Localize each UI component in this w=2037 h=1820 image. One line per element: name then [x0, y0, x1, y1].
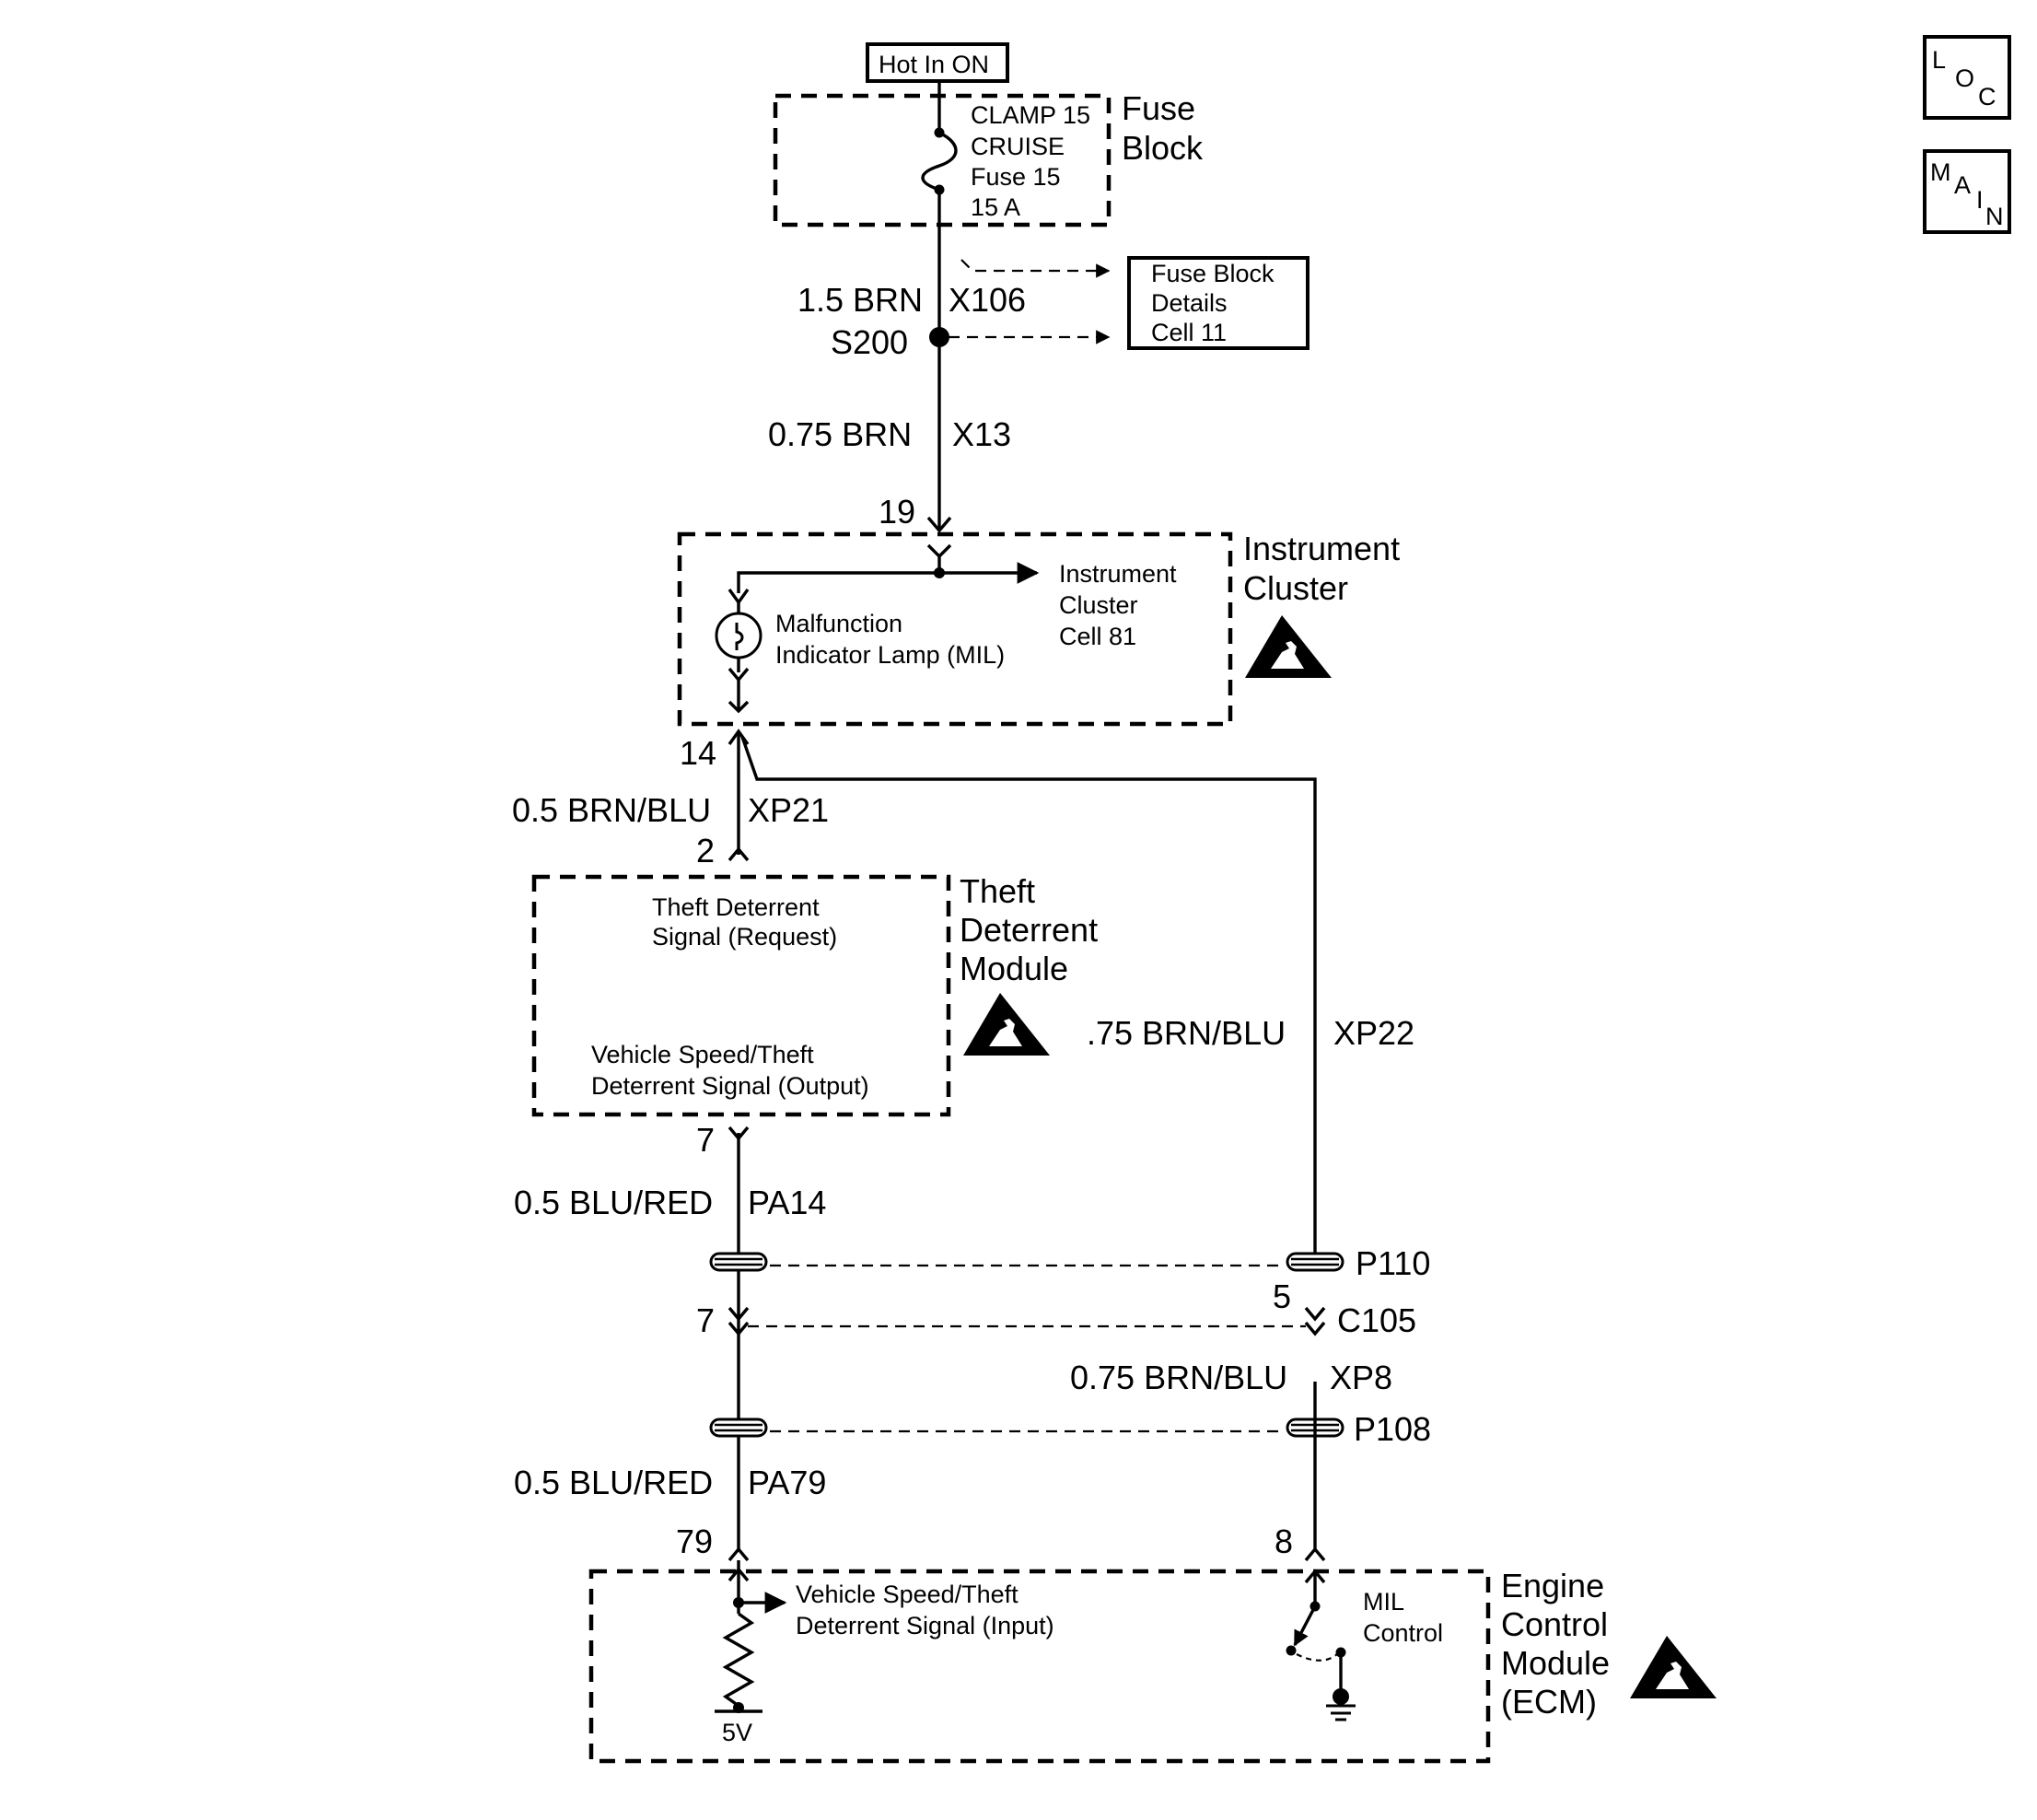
mil-control-2: Control	[1363, 1619, 1443, 1647]
wire-xp22	[740, 736, 1317, 1260]
wire-4-circuit: XP22	[1333, 1014, 1414, 1052]
mil-lamp-icon	[715, 612, 762, 659]
ecm-title-1: Engine	[1501, 1567, 1604, 1604]
wire-7-gauge: 0.5 BLU/RED	[514, 1464, 713, 1501]
fuse-icon	[921, 96, 958, 225]
theft-module-title-1: Theft	[960, 872, 1035, 910]
power-source-label: Hot In ON	[879, 51, 989, 78]
main-button[interactable]: M A I N	[1923, 149, 2011, 234]
wire-2-circuit: X13	[952, 415, 1011, 453]
wire-4-gauge: .75 BRN/BLU	[1087, 1014, 1286, 1052]
esd-warning-icon	[963, 993, 1050, 1056]
loc-button[interactable]: L O C	[1923, 35, 2011, 120]
instrument-cluster-title-2: Cluster	[1243, 569, 1348, 607]
wire-3-gauge: 0.5 BRN/BLU	[512, 791, 711, 829]
ic-ref-2: Cluster	[1059, 591, 1138, 619]
main-letter-i: I	[1976, 186, 1984, 214]
ecm-title-2: Control	[1501, 1605, 1608, 1643]
mil-label-2: Indicator Lamp (MIL)	[775, 641, 1005, 669]
connector-p110-right	[1286, 1252, 1344, 1272]
ecm-box	[588, 1569, 1491, 1764]
ic-ref-3: Cell 81	[1059, 623, 1136, 650]
fuse-label-2: CRUISE	[971, 133, 1065, 160]
wire-6-gauge: 0.75 BRN/BLU	[1070, 1359, 1287, 1396]
loc-letter-l: L	[1932, 46, 1946, 74]
pin-ecm-left: 79	[676, 1522, 713, 1560]
ecm-input-1: Vehicle Speed/Theft	[796, 1581, 1018, 1608]
connector-p108-left	[709, 1418, 768, 1438]
main-letter-a: A	[1954, 171, 1971, 199]
pin-tdm-in: 2	[696, 832, 715, 869]
wire-6-circuit: XP8	[1330, 1359, 1392, 1396]
ground-icon	[1333, 1688, 1349, 1705]
fuse-details-1: Fuse Block	[1151, 260, 1275, 287]
wire-5-gauge: 0.5 BLU/RED	[514, 1184, 713, 1221]
mil-label-1: Malfunction	[775, 610, 902, 637]
pin-ic-in: 19	[879, 493, 915, 531]
splice-label: S200	[831, 323, 908, 361]
fuse-label-1: CLAMP 15	[971, 101, 1090, 129]
connector-p110-left	[709, 1252, 768, 1272]
fuse-block-title-1: Fuse	[1122, 89, 1195, 127]
wire-3-circuit: XP21	[748, 791, 829, 829]
ecm-input-2: Deterrent Signal (Input)	[796, 1612, 1054, 1639]
connector-p110-label: P110	[1356, 1244, 1430, 1282]
pin-tdm-out: 7	[696, 1121, 715, 1159]
theft-module-title-3: Module	[960, 950, 1068, 987]
wire-7-circuit: PA79	[748, 1464, 826, 1501]
instrument-cluster-title-1: Instrument	[1243, 530, 1400, 567]
theft-module-box	[531, 874, 951, 1117]
pin-ic-out: 14	[680, 734, 716, 772]
esd-warning-icon	[1245, 615, 1332, 678]
ic-ref-1: Instrument	[1059, 560, 1177, 588]
esd-warning-icon	[1630, 1636, 1717, 1698]
wire-1-gauge: 1.5 BRN	[797, 281, 923, 319]
splice-s200	[929, 327, 949, 347]
theft-request-2: Signal (Request)	[652, 923, 837, 951]
ecm-title-3: Module	[1501, 1644, 1610, 1682]
wire-1-circuit: X106	[949, 281, 1026, 319]
fuse-details-2: Details	[1151, 289, 1228, 317]
power-source-box	[866, 42, 1009, 83]
fuse-label-3: Fuse 15	[971, 163, 1061, 191]
main-letter-m: M	[1930, 158, 1951, 186]
wire-5-circuit: PA14	[748, 1184, 826, 1221]
fuse-label-4: 15 A	[971, 193, 1020, 221]
loc-letter-c: C	[1978, 83, 1996, 111]
fuse-details-box[interactable]	[1127, 256, 1310, 350]
ecm-title-4: (ECM)	[1501, 1683, 1597, 1721]
pin-c105-right: 5	[1273, 1278, 1291, 1315]
loc-letter-o: O	[1955, 64, 1974, 92]
fuse-block-box	[773, 93, 1112, 228]
fuse-details-3: Cell 11	[1151, 319, 1227, 346]
pullup-resistor-icon	[722, 1612, 755, 1708]
main-letter-n: N	[1985, 203, 2004, 230]
connector-p108-label: P108	[1354, 1410, 1431, 1448]
mil-control-switch-icon	[1293, 1605, 1317, 1647]
pin-ecm-right: 8	[1275, 1522, 1293, 1560]
theft-output-1: Vehicle Speed/Theft	[591, 1041, 814, 1068]
connector-c105-label: C105	[1337, 1301, 1416, 1339]
mil-control-1: MIL	[1363, 1588, 1404, 1616]
theft-request-1: Theft Deterrent	[652, 893, 820, 921]
theft-output-2: Deterrent Signal (Output)	[591, 1072, 869, 1100]
ecm-ref-voltage: 5V	[722, 1719, 752, 1746]
theft-module-title-2: Deterrent	[960, 911, 1098, 949]
instrument-cluster-box	[677, 531, 1233, 727]
pin-c105-left: 7	[696, 1301, 715, 1339]
fuse-block-title-2: Block	[1122, 129, 1204, 167]
wire-2-gauge: 0.75 BRN	[768, 415, 912, 453]
